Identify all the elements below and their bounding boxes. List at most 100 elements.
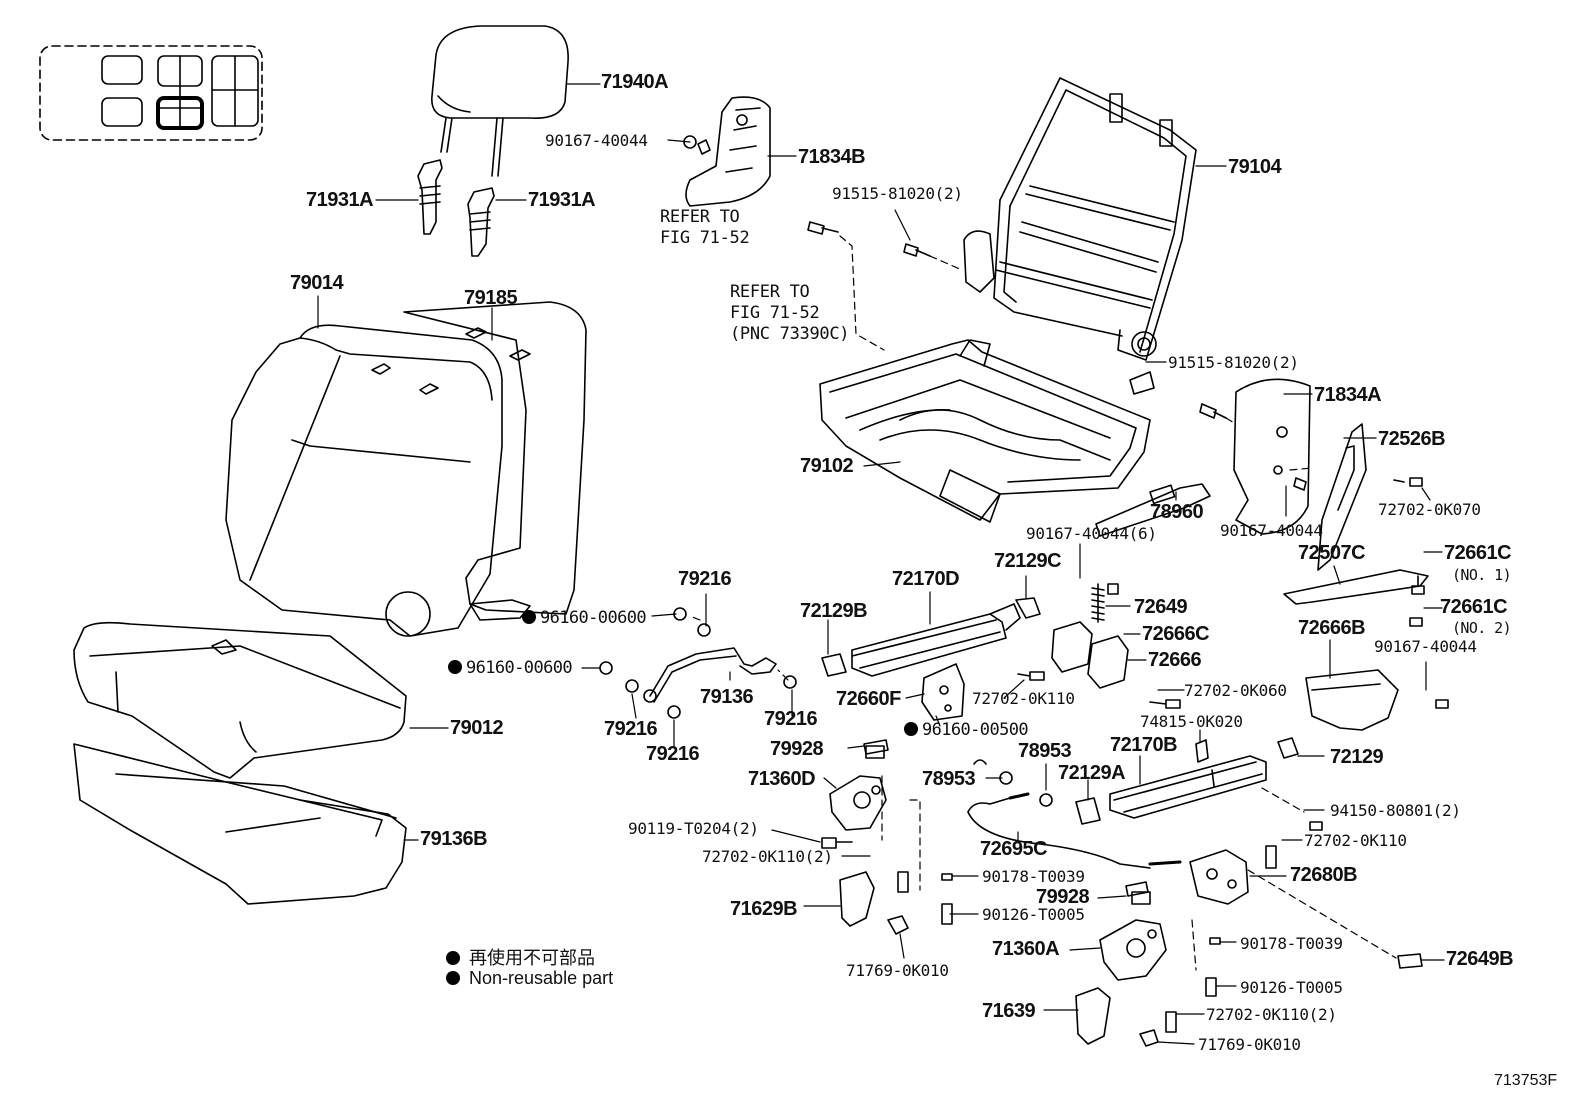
refer-note-1: REFER TO FIG 71-52 — [660, 207, 750, 249]
label-72666C: 72666C — [1142, 623, 1210, 645]
label-72702-0K110-2a: 72702-0K110(2) — [702, 847, 833, 866]
legend-jp-text: 再使用不可部品 — [469, 948, 596, 968]
label-72702-0K110-a: 72702-0K110 — [972, 689, 1075, 708]
label-72661C-no2: 72661C — [1440, 596, 1508, 618]
label-72661C-no1: 72661C — [1444, 542, 1512, 564]
seat-cushion-pad-icon — [73, 743, 407, 905]
label-72649B: 72649B — [1446, 948, 1514, 970]
label-72129C: 72129C — [994, 550, 1062, 572]
seatback-cover-icon — [225, 301, 587, 637]
label-71931A-left: 71931A — [306, 189, 374, 211]
label-74815-0K020: 74815-0K020 — [1140, 712, 1243, 731]
non-reusable-dot-icon — [446, 971, 460, 985]
label-96160-00600-a-text: 96160-00600 — [540, 608, 647, 628]
label-79104: 79104 — [1228, 156, 1282, 178]
label-72129B: 72129B — [800, 600, 868, 622]
recliner-upper-icon — [829, 745, 887, 831]
refer-note-1-line1: REFER TO — [660, 207, 740, 227]
legend-jp: 再使用不可部品 — [446, 944, 595, 970]
label-71360A: 71360A — [992, 938, 1060, 960]
label-79136B: 79136B — [420, 828, 488, 850]
seat-cushion-icon — [73, 621, 407, 779]
strap-icon — [1095, 483, 1211, 537]
label-79185: 79185 — [464, 287, 518, 309]
label-72649: 72649 — [1134, 596, 1188, 618]
cover-pair-icon — [1051, 621, 1129, 689]
label-90167-40044-top: 90167-40044 — [545, 131, 648, 150]
side-cover-large-icon — [1233, 378, 1311, 535]
label-96160-00500-text: 96160-00500 — [922, 720, 1029, 740]
seat-track-upper-icon — [851, 603, 1021, 677]
label-71940A: 71940A — [601, 71, 669, 93]
label-79216-c: 79216 — [764, 708, 818, 730]
recliner-lower-icon — [1099, 891, 1167, 981]
label-96160-00600-b-text: 96160-00600 — [466, 658, 573, 678]
label-78960: 78960 — [1150, 501, 1204, 523]
label-78953-a: 78953 — [1018, 740, 1072, 762]
label-72526B: 72526B — [1378, 428, 1446, 450]
refer-note-2-line3: (PNC 73390C) — [730, 324, 850, 344]
label-72666B: 72666B — [1298, 617, 1366, 639]
rail-cover-small-icon — [1075, 797, 1101, 825]
label-72170B: 72170B — [1110, 734, 1178, 756]
refer-note-2-line2: FIG 71-52 — [730, 303, 820, 323]
seatback-frame-icon — [963, 77, 1197, 395]
headrest-icon — [431, 25, 569, 177]
label-72661C-no2-note: (NO. 2) — [1452, 619, 1512, 637]
label-79102: 79102 — [800, 455, 854, 477]
legend-en: Non-reusable part — [446, 968, 613, 989]
label-72702-0K110-b: 72702-0K110 — [1304, 831, 1407, 850]
label-96160-00600-a: 96160-00600 — [522, 608, 647, 628]
label-96160-00500: 96160-00500 — [904, 720, 1029, 740]
label-79216-a: 79216 — [678, 568, 732, 590]
refer-note-1-line2: FIG 71-52 — [660, 228, 750, 248]
label-72666: 72666 — [1148, 649, 1202, 671]
label-90178-T0039-a: 90178-T0039 — [982, 867, 1085, 886]
label-79136: 79136 — [700, 686, 754, 708]
cover-box-icon — [1305, 669, 1399, 731]
label-79012: 79012 — [450, 717, 504, 739]
label-72702-0K110-2b: 72702-0K110(2) — [1206, 1005, 1337, 1024]
label-79216-d: 79216 — [646, 743, 700, 765]
label-72129: 72129 — [1330, 746, 1384, 768]
label-79928-a: 79928 — [770, 738, 824, 760]
label-72702-0K070: 72702-0K070 — [1378, 500, 1481, 519]
label-79216-b: 79216 — [604, 718, 658, 740]
lock-plate-icon — [921, 663, 965, 721]
recliner-cover-lower-icon — [1075, 987, 1111, 1045]
label-79928-b: 79928 — [1036, 886, 1090, 908]
label-72507C: 72507C — [1298, 542, 1366, 564]
label-78953-b: 78953 — [922, 768, 976, 790]
label-90126-T0005-b: 90126-T0005 — [1240, 978, 1343, 997]
seat-track-lower-icon — [1109, 739, 1267, 819]
label-71629B: 71629B — [730, 898, 798, 920]
label-71769-0K010-b: 71769-0K010 — [1198, 1035, 1301, 1054]
lock-assembly-icon — [1189, 849, 1249, 905]
label-71360D: 71360D — [748, 768, 816, 790]
label-72170D: 72170D — [892, 568, 960, 590]
legend-en-text: Non-reusable part — [469, 968, 614, 988]
label-71834A: 71834A — [1314, 384, 1382, 406]
headrest-support-right-icon — [467, 187, 495, 257]
non-reusable-dot-icon — [904, 722, 918, 736]
label-72695C: 72695C — [980, 838, 1048, 860]
label-90126-T0005-a: 90126-T0005 — [982, 905, 1085, 924]
label-72129A: 72129A — [1058, 762, 1126, 784]
spring-icon — [1091, 583, 1105, 623]
trim-cover-icon — [1317, 423, 1367, 571]
figure-id: 713753F — [1494, 1072, 1558, 1089]
cushion-frame-icon — [819, 339, 1151, 523]
label-72661C-no1-note: (NO. 1) — [1452, 566, 1512, 584]
rail-cover-right-icon — [1277, 737, 1299, 759]
label-71834B: 71834B — [798, 146, 866, 168]
recliner-cover-upper-icon — [839, 871, 875, 927]
label-91515-81020-top: 91515-81020(2) — [832, 184, 963, 203]
refer-note-2-line1: REFER TO — [730, 282, 810, 302]
non-reusable-dot-icon — [448, 660, 462, 674]
non-reusable-dot-icon — [522, 610, 536, 624]
fastener-icons — [863, 739, 1423, 1047]
rod-icon — [643, 647, 777, 703]
label-90178-T0039-b: 90178-T0039 — [1240, 934, 1343, 953]
seat-location-key-icon — [39, 45, 263, 141]
